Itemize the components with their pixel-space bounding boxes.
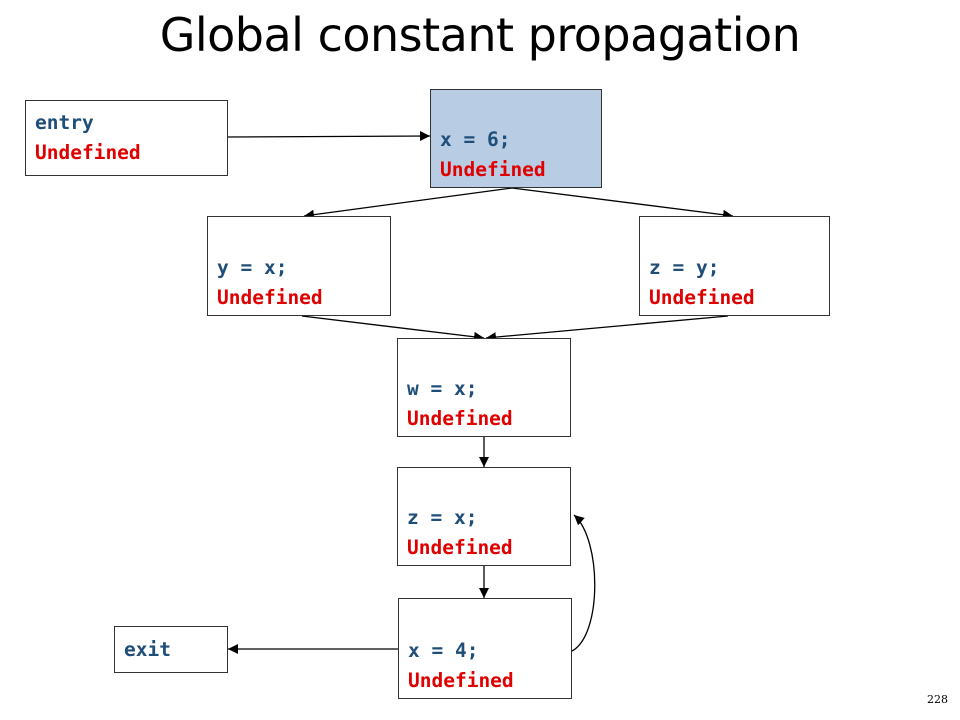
node-x-equals-6: x = 6; Undefined [430,89,602,188]
node-x-equals-4-code: x = 4; [408,639,479,662]
edge-zy-to-wx [485,315,729,343]
edge-x6-to-yx [303,187,513,220]
node-z-equals-y: z = y; Undefined [639,216,830,316]
node-z-equals-x-code: z = x; [407,506,478,529]
node-z-equals-x: z = x; Undefined [397,467,571,566]
node-x-equals-6-state: Undefined [440,158,546,181]
node-z-equals-y-code: z = y; [649,256,720,279]
node-x-equals-4-state: Undefined [408,669,514,692]
node-x-equals-6-code: x = 6; [440,128,511,151]
edge-entry-to-x6 [227,131,431,142]
node-y-equals-x-code: y = x; [217,256,288,279]
page-number: 228 [927,693,948,706]
exit-node: exit [114,626,228,673]
node-y-equals-x: y = x; Undefined [207,216,391,316]
node-w-equals-x: w = x; Undefined [397,338,571,437]
node-w-equals-x-state: Undefined [407,407,513,430]
node-z-equals-x-state: Undefined [407,536,513,559]
node-w-equals-x-code: w = x; [407,377,478,400]
entry-node-label: entry [35,111,94,134]
node-x-equals-4: x = 4; Undefined [398,598,572,699]
slide-title: Global constant propagation [159,8,801,62]
edge-x4-to-zx-back [571,514,596,652]
exit-node-label: exit [124,637,171,661]
entry-node-state: Undefined [35,141,141,164]
edge-x6-to-zy [511,187,734,220]
entry-node: entry Undefined [25,100,228,176]
node-z-equals-y-state: Undefined [649,286,755,309]
node-y-equals-x-state: Undefined [217,286,323,309]
edge-yx-to-wx [301,315,485,342]
